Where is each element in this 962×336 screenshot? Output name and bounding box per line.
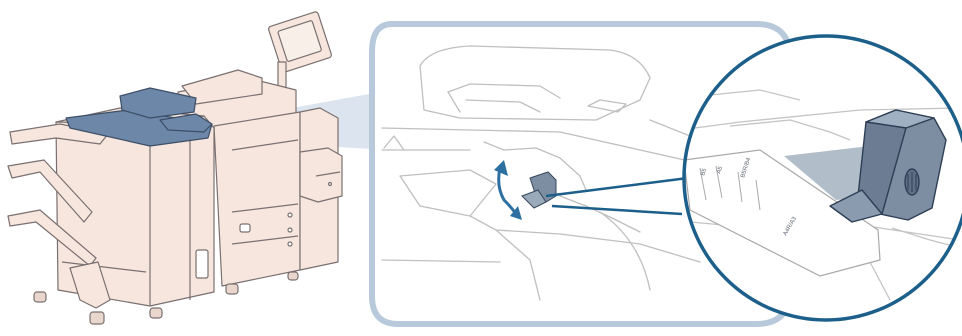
copier-machine [8,11,342,324]
paper-deck [300,148,342,202]
magnifier-lens: B5 A5 B5R/B4 A4R/A3 [680,36,962,320]
